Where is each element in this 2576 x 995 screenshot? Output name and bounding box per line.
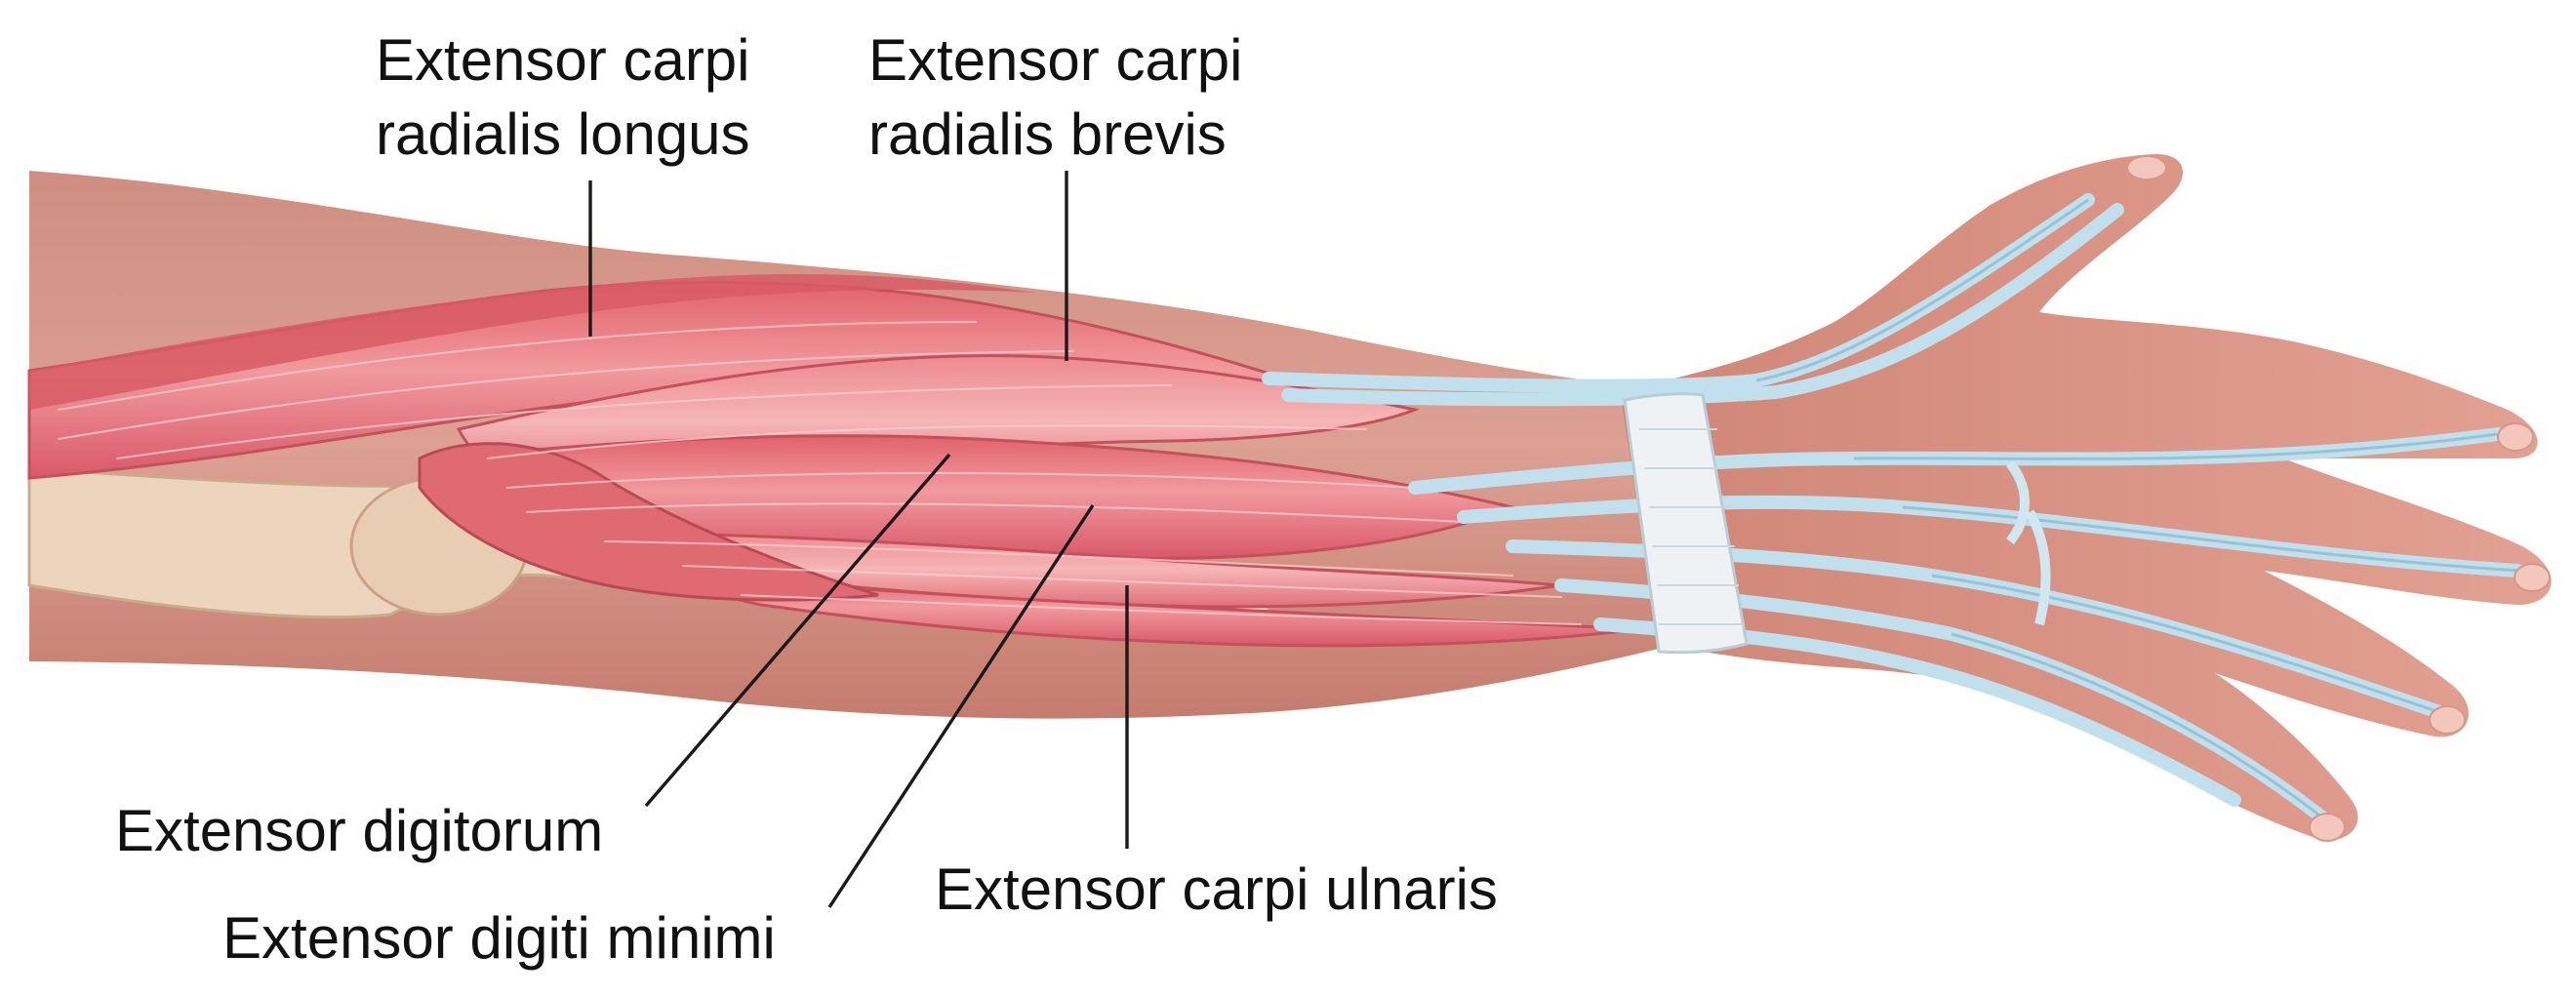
ecrb-label-line1: Extensor carpi — [868, 27, 1243, 93]
extensor-digitorum-leader — [644, 453, 951, 808]
labels: Extensor carpi radialis longus Extensor … — [115, 27, 1498, 971]
tendon-highlights — [1755, 198, 2518, 819]
ecrl-label-line2: radialis longus — [376, 101, 750, 167]
extensor-retinaculum — [1623, 392, 1749, 655]
muscle-layer — [27, 273, 1640, 648]
extensor-carpi-ulnaris-label: Extensor carpi ulnaris — [935, 856, 1498, 922]
extensor-digiti-minimi-label: Extensor digiti minimi — [222, 905, 776, 971]
ecrl-label-line1: Extensor carpi — [376, 27, 750, 93]
tendon-2 — [1281, 203, 2124, 407]
anconeus-muscle — [418, 442, 879, 602]
extensor-digitorum-label: Extensor digitorum — [115, 798, 603, 863]
upper-forearm-band — [29, 273, 1034, 410]
extensor-digiti-minimi-leader — [827, 504, 1095, 908]
ecrb-label-line2: radialis brevis — [868, 101, 1227, 167]
fingernails — [2126, 155, 2551, 842]
juncturae-tendinum — [2005, 459, 2051, 626]
leader-lines — [588, 171, 1129, 908]
